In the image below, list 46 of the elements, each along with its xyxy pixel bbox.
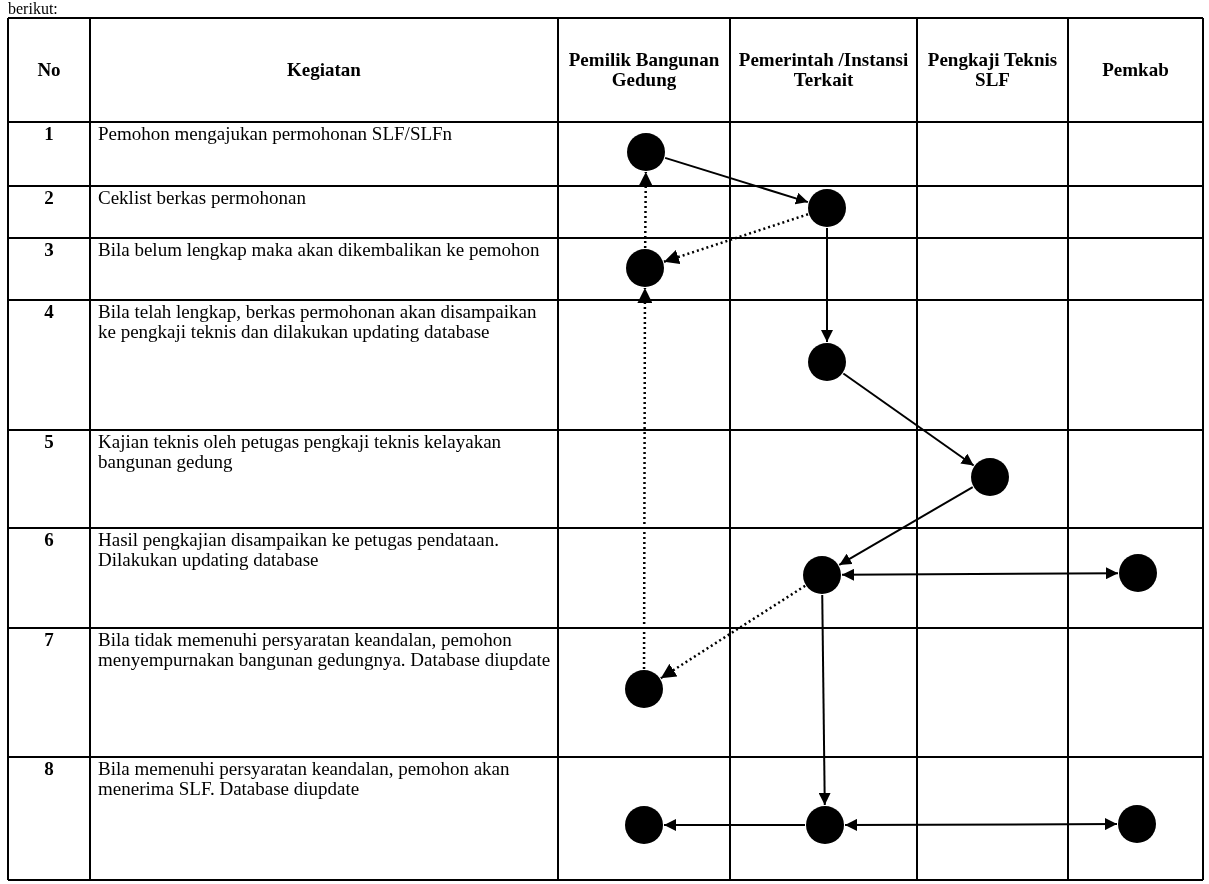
arrow (841, 567, 1119, 581)
column-header: No (36, 60, 62, 80)
process-dot (1118, 805, 1156, 843)
row-number: 1 (43, 124, 55, 144)
row-number: 3 (43, 240, 55, 260)
process-dot (625, 806, 663, 844)
column-header: Pemerintah /Instansi Terkait (737, 50, 910, 90)
column-header: Pemilik Bangunan Gedung (567, 50, 721, 90)
arrow (842, 372, 975, 467)
activity-text: Bila memenuhi persyaratan keandalan, pemohon akan menerima SLF. Database diupdate (98, 759, 511, 799)
activity-text: Bila tidak memenuhi persyaratan keandalan, pemohon menyempurnakan bangunan gedungnya. Database diupdate (98, 630, 552, 670)
dotted-arrow (638, 172, 654, 248)
row-number: 5 (43, 432, 55, 452)
row-number: 8 (43, 759, 55, 779)
process-dot (806, 806, 844, 844)
arrow (664, 156, 809, 205)
arrow (838, 486, 974, 566)
process-dot (971, 458, 1009, 496)
row-number: 2 (43, 188, 55, 208)
activity-text: Bila belum lengkap maka akan dikembalikan ke pemohon (98, 240, 541, 260)
column-header: Pemkab (1101, 60, 1170, 80)
row-number: 6 (43, 530, 55, 550)
activity-text: Ceklist berkas permohonan (98, 188, 307, 208)
process-dot (803, 556, 841, 594)
activity-text: Bila telah lengkap, berkas permohonan akan disampaikan ke pengkaji teknis dan dilakukan updating database (98, 302, 538, 342)
activity-text: Hasil pengkajian disampaikan ke petugas pendataan. Dilakukan updating database (98, 530, 500, 570)
process-dot (626, 249, 664, 287)
column-header: Kegiatan (286, 60, 362, 80)
activity-text: Pemohon mengajukan permohonan SLF/SLFn (98, 124, 454, 144)
dotted-arrow (637, 288, 653, 669)
dotted-arrow (663, 213, 809, 265)
activity-text: Kajian teknis oleh petugas pengkaji teknis kelayakan bangunan gedung (98, 432, 503, 472)
process-dot (808, 189, 846, 227)
process-dot (808, 343, 846, 381)
intro-text: berikut: (8, 0, 58, 17)
dotted-arrow (660, 584, 806, 680)
row-number: 4 (43, 302, 55, 322)
row-number: 7 (43, 630, 55, 650)
process-dot (1119, 554, 1157, 592)
process-dot (627, 133, 665, 171)
arrow (663, 819, 806, 831)
column-header: Pengkaji Teknis SLF (926, 50, 1059, 90)
arrow (818, 594, 831, 806)
arrow (821, 227, 833, 343)
process-dot (625, 670, 663, 708)
arrow (844, 818, 1118, 831)
